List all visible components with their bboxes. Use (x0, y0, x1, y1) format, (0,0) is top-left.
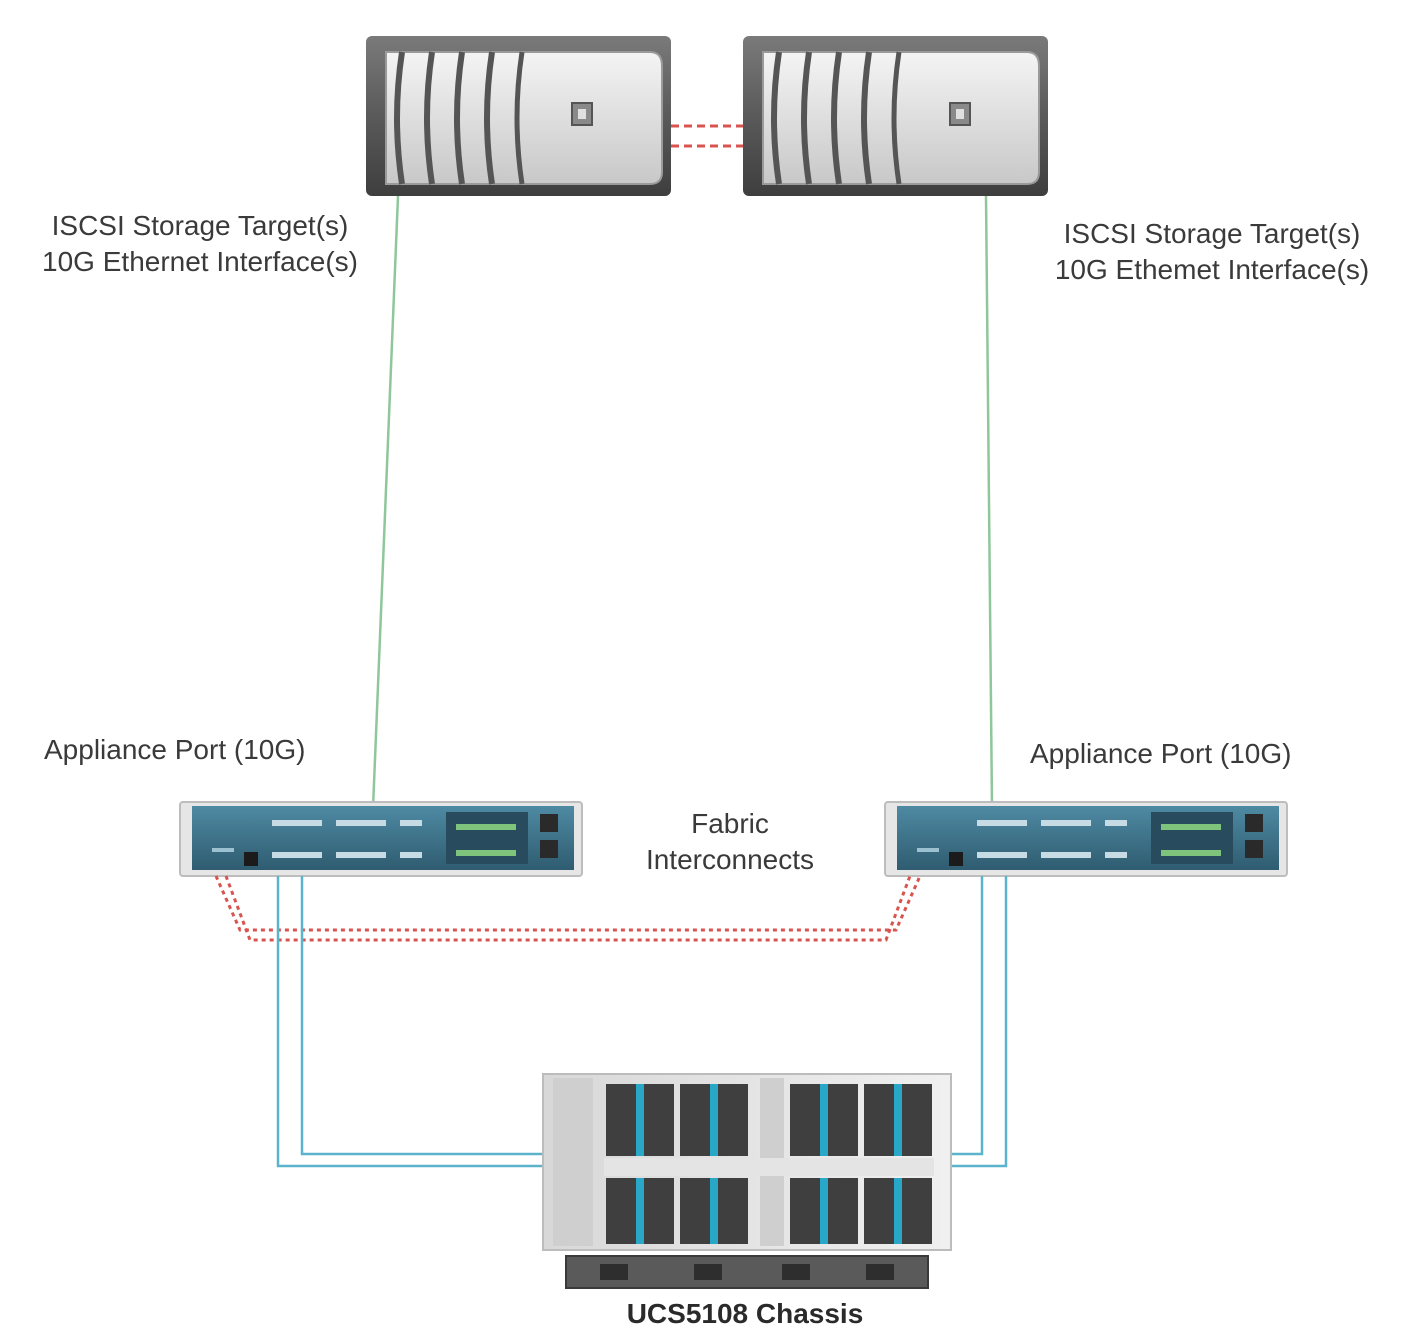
appliance-port-label-right: Appliance Port (10G) (1030, 736, 1291, 772)
storage-array-icon (366, 36, 671, 196)
storage-label-left: ISCSI Storage Target(s) 10G Ethernet Int… (10, 208, 390, 280)
fabric-interconnects-label: Fabric Interconnects (610, 806, 850, 878)
blade-chassis-icon (542, 1073, 952, 1289)
fabric-label-line2: Interconnects (645, 844, 815, 875)
fabric-interconnect-icon (179, 801, 583, 877)
storage-label-left-line1: ISCSI Storage Target(s) (51, 210, 349, 241)
storage-label-right: ISCSI Storage Target(s) 10G Ethemet Inte… (1022, 216, 1402, 288)
storage-array-left (366, 36, 671, 196)
server-link-left-2 (300, 876, 578, 1156)
fabric-interconnect-left (179, 801, 583, 877)
storage-array-right (743, 36, 1048, 196)
appliance-port-label-left: Appliance Port (10G) (44, 732, 305, 768)
storage-uplinks (371, 195, 994, 809)
appliance-port-label-left-text: Appliance Port (10G) (44, 734, 306, 765)
chassis-label: UCS5108 Chassis (560, 1296, 930, 1332)
storage-array-icon (743, 36, 1048, 196)
storage-link-left (371, 195, 400, 809)
appliance-port-label-right-text: Appliance Port (10G) (1030, 738, 1292, 769)
fabric-interconnect-icon (884, 801, 1288, 877)
storage-label-right-line2: 10G Ethemet Interface(s) (1054, 254, 1370, 285)
storage-link-right (984, 195, 994, 809)
server-link-left-1 (276, 876, 578, 1168)
fabric-cluster-link (214, 875, 922, 942)
chassis-label-text: UCS5108 Chassis (626, 1298, 864, 1329)
storage-label-left-line2: 10G Ethernet Interface(s) (42, 246, 358, 277)
storage-label-right-line1: ISCSI Storage Target(s) (1063, 218, 1361, 249)
fabric-label-line1: Fabric (691, 808, 769, 839)
ucs-chassis (542, 1073, 952, 1289)
storage-cluster-link (671, 124, 743, 148)
fabric-interconnect-right (884, 801, 1288, 877)
